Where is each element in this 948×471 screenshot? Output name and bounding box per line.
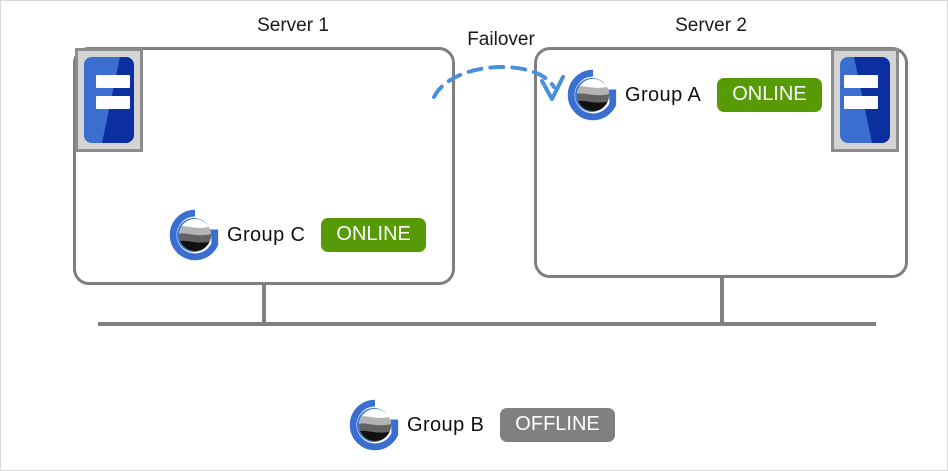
group-row-c[interactable]: Group C ONLINE xyxy=(169,209,426,261)
group-row-a[interactable]: Group A ONLINE xyxy=(567,69,822,121)
shared-network-bus-line xyxy=(98,322,876,326)
group-logo-icon xyxy=(169,209,219,261)
status-badge-group-b[interactable]: OFFLINE xyxy=(500,408,615,442)
status-badge-group-c[interactable]: ONLINE xyxy=(321,218,426,252)
failover-label: Failover xyxy=(467,29,535,50)
server-slot-bar-icon xyxy=(96,96,130,109)
group-label-a: Group A xyxy=(625,83,702,106)
server1-hardware-icon xyxy=(75,48,143,152)
group-logo-icon xyxy=(567,69,617,121)
failover-arrow-icon xyxy=(432,64,565,101)
server-chassis-shape xyxy=(84,57,134,143)
group-row-b[interactable]: Group B OFFLINE xyxy=(349,399,615,451)
group-label-b: Group B xyxy=(407,413,485,436)
server-slot-bar-icon xyxy=(844,75,878,88)
server1-title: Server 1 xyxy=(257,15,329,36)
server2-title: Server 2 xyxy=(675,15,747,36)
server-slot-bar-icon xyxy=(844,96,878,109)
server-slot-bar-icon xyxy=(96,75,130,88)
server-chassis-shape xyxy=(840,57,890,143)
server1-bus-drop-line xyxy=(262,285,266,324)
server2-hardware-icon xyxy=(831,48,899,152)
group-logo-icon xyxy=(349,399,399,451)
group-label-c: Group C xyxy=(227,223,306,246)
status-badge-group-a[interactable]: ONLINE xyxy=(717,78,822,112)
server2-bus-drop-line xyxy=(720,278,724,324)
